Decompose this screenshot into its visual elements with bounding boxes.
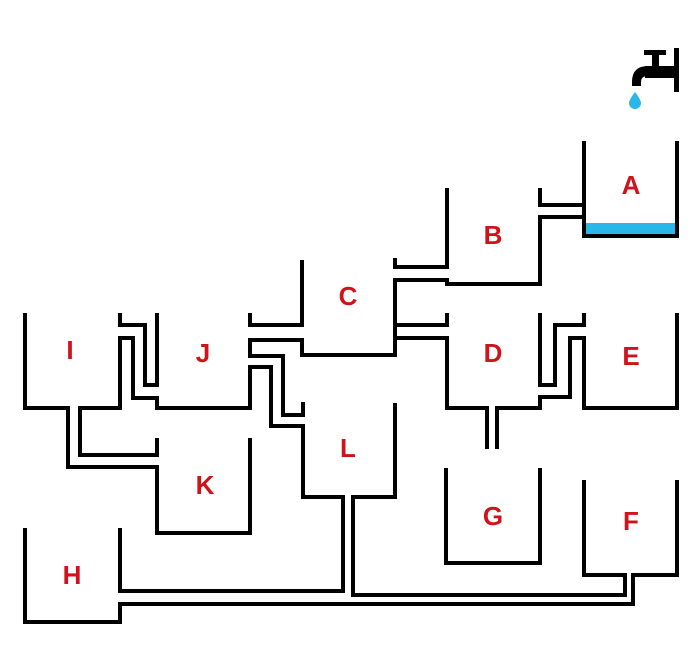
tank-label-c: C	[339, 281, 358, 311]
pipe-a-b-lower	[445, 215, 586, 286]
tank-label-j: J	[196, 338, 210, 368]
pipe-d-e-upper	[538, 313, 586, 387]
tank-label-k: K	[196, 470, 215, 500]
pipe-a-b-upper	[538, 188, 586, 207]
water-tap-icon	[632, 48, 679, 92]
pipes	[23, 141, 679, 624]
tank-label-a: A	[622, 170, 641, 200]
pipe-b-c-lower	[248, 278, 449, 417]
tank-label-f: F	[623, 506, 639, 536]
pipe-i-j-upper	[118, 313, 159, 387]
tank-g-walls	[444, 468, 542, 565]
tank-f-left	[351, 403, 627, 597]
pipe-i-k-upper	[78, 406, 159, 457]
pipe-d-g-right	[495, 313, 679, 449]
tank-label-d: D	[484, 338, 503, 368]
tank-i-walls	[23, 313, 252, 535]
water-drop-icon	[629, 92, 641, 109]
tank-label-b: B	[484, 220, 503, 250]
pipe-c-d-lower	[393, 336, 489, 449]
tank-label-e: E	[622, 341, 639, 371]
tank-b-wall	[393, 188, 449, 269]
tank-label-i: I	[66, 335, 73, 365]
tank-label-g: G	[483, 501, 503, 531]
pipe-i-j-lower	[78, 336, 252, 410]
tank-label-h: H	[63, 560, 82, 590]
water-in-tank-a	[586, 223, 675, 234]
tank-a-walls	[582, 141, 679, 238]
tank-f-right	[23, 480, 679, 624]
pipe-c-d-upper	[393, 313, 449, 327]
tank-label-l: L	[340, 433, 356, 463]
pipe-l-h	[118, 424, 345, 593]
tank-c-wall	[248, 260, 304, 327]
pipe-j-l-lower	[248, 365, 305, 428]
